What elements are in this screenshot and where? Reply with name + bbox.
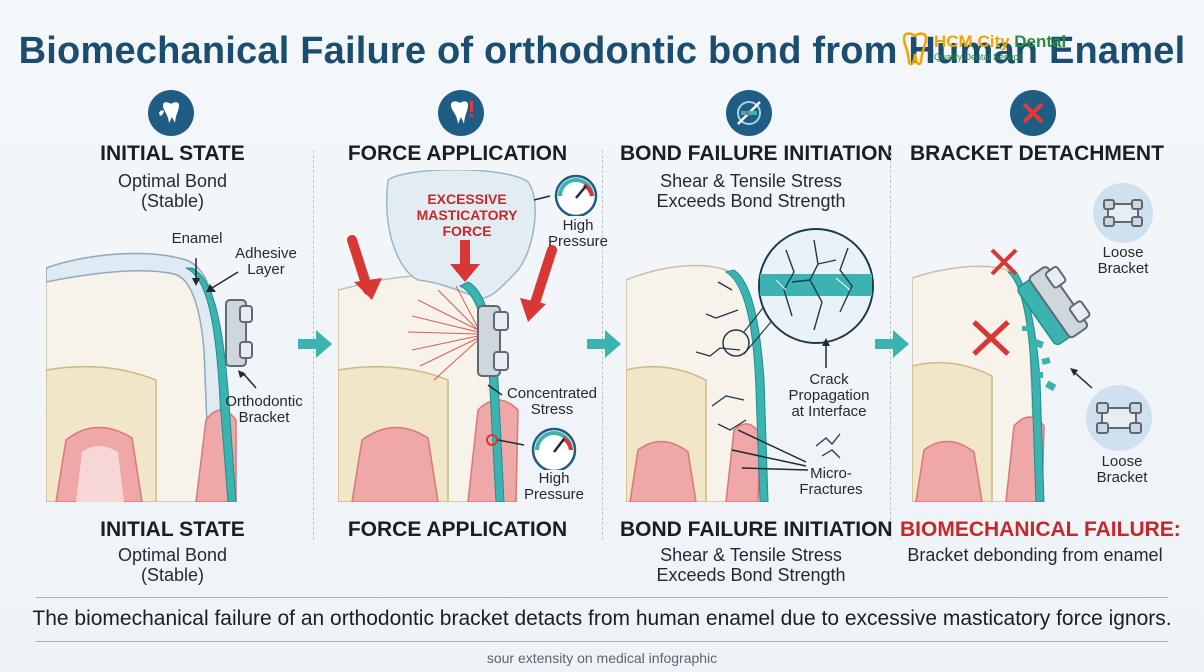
initial-state-illustration <box>46 252 257 502</box>
panel-subtitle-initial: Optimal Bond(Stable) <box>117 171 228 211</box>
page-title: Biomechanical Failure of orthodontic bon… <box>18 30 1186 72</box>
bracket-detachment-illustration <box>912 248 1093 502</box>
tooth-logo-icon <box>902 32 928 66</box>
muscle-tooth-icon <box>148 90 194 136</box>
next-step-arrow-icon <box>875 330 909 358</box>
footer-heading-force: FORCE APPLICATION <box>347 518 568 541</box>
caption: The biomechanical failure of an orthodon… <box>32 607 1172 630</box>
clinic-logo: HCM City Dental Quality Dental Service <box>900 32 1090 68</box>
caption-bottom-rule <box>36 641 1168 642</box>
footer-heading-failure: BIOMECHANICAL FAILURE: <box>900 518 1181 541</box>
panel-heading-force: FORCE APPLICATION <box>347 142 568 165</box>
panel-heading-bond-failure: BOND FAILURE INITIATION <box>620 142 893 165</box>
footer-heading-bond-failure: BOND FAILURE INITIATION <box>620 518 893 541</box>
footer-subtitle-failure: Bracket debonding from enamel <box>907 545 1163 565</box>
tooth-alert-icon <box>438 90 484 136</box>
logo-tagline: Quality Dental Service <box>934 52 1024 62</box>
next-step-arrow-icon <box>298 330 332 358</box>
micro-fractures-label: Micro-Fractures <box>799 465 863 498</box>
footer-subtitle-initial: Optimal Bond(Stable) <box>117 545 228 585</box>
x-mark-icon <box>1010 90 1056 136</box>
next-step-arrow-icon <box>587 330 621 358</box>
pressure-gauge-icon <box>531 427 577 470</box>
loose-bracket-icon <box>1093 183 1153 243</box>
panel-heading-initial: INITIAL STATE <box>100 142 245 165</box>
bond-failure-illustration <box>626 228 874 502</box>
logo-name: HCM City Dental <box>934 32 1067 51</box>
loose-bracket-icon <box>1086 385 1152 451</box>
pressure-gauge-icon <box>554 174 598 216</box>
broken-bond-icon <box>726 90 772 136</box>
footer-heading-initial: INITIAL STATE <box>100 518 245 541</box>
panel-heading-detachment: BRACKET DETACHMENT <box>910 142 1164 165</box>
enamel-label: Enamel <box>171 230 223 247</box>
caption-top-rule <box>36 597 1168 598</box>
force-application-illustration <box>338 170 557 502</box>
credit-line: sour extensity on medical infographic <box>486 650 718 666</box>
